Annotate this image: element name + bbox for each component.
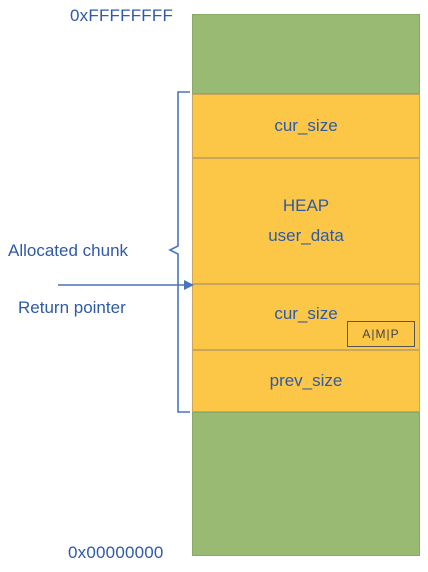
user-data-block: HEAP user_data	[192, 158, 420, 284]
return-pointer-label: Return pointer	[18, 298, 126, 317]
return-pointer-arrowhead	[184, 280, 194, 290]
upper-free-region	[192, 14, 420, 94]
allocated-chunk-label: Allocated chunk	[8, 241, 129, 260]
prev-size-block: prev_size	[192, 350, 420, 412]
top-address-label: 0xFFFFFFFF	[70, 6, 174, 25]
allocated-chunk-brace	[168, 91, 190, 413]
user-data-label: user_data	[268, 226, 344, 245]
next-cur-size-label: cur_size	[274, 304, 338, 323]
bottom-address-label: 0x00000000	[68, 543, 164, 562]
heap-title: HEAP	[282, 196, 330, 215]
cur-size-block: cur_size	[192, 94, 420, 158]
flags-box: A|M|P	[347, 321, 415, 347]
lower-free-region	[192, 412, 420, 556]
prev-size-label: prev_size	[269, 371, 343, 390]
cur-size-label: cur_size	[274, 116, 338, 135]
next-cur-size-block: cur_size A|M|P	[192, 284, 420, 350]
